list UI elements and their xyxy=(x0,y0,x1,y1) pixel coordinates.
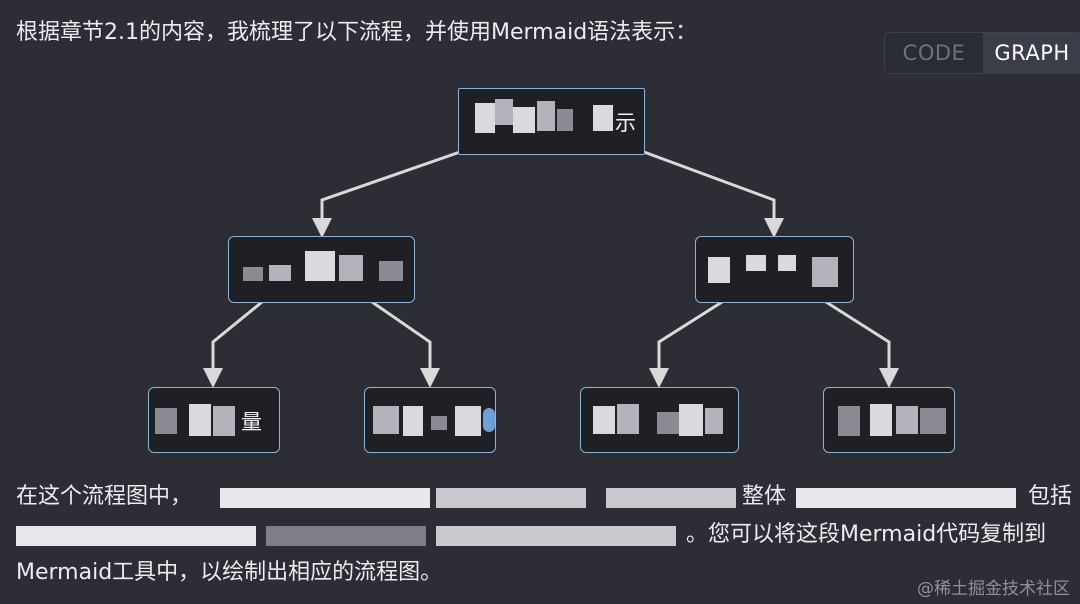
edge-right-leaf4 xyxy=(825,300,891,374)
paragraph-line-1: 在这个流程图中， 整体 包括 xyxy=(16,478,1076,516)
redacted-text xyxy=(189,404,211,436)
redacted-text xyxy=(266,526,426,546)
redacted-text xyxy=(796,488,1016,508)
paragraph-line-2: 。您可以将这段Mermaid代码复制到 xyxy=(16,516,1076,554)
redacted-text xyxy=(403,406,423,436)
edge-root-right xyxy=(643,150,776,226)
redacted-text xyxy=(436,488,586,508)
flow-node-right-mid xyxy=(695,236,854,303)
redacted-text xyxy=(373,406,399,434)
flow-node-leaf-2 xyxy=(364,387,496,453)
redacted-text xyxy=(305,251,335,281)
redacted-text xyxy=(431,416,447,430)
redacted-text xyxy=(838,406,860,436)
redacted-text xyxy=(593,105,613,131)
view-toggle[interactable]: CODE GRAPH xyxy=(884,32,1080,74)
arrowhead xyxy=(312,218,332,238)
redacted-text xyxy=(746,255,766,271)
redacted-text xyxy=(495,99,513,125)
paragraph-text: 包括 xyxy=(1028,484,1073,509)
explanation-paragraph: 在这个流程图中， 整体 包括 。您可以将这段Mermaid代码复制到 Merma… xyxy=(16,478,1076,592)
paragraph-text: 整体 xyxy=(742,484,787,509)
edge-left-leaf2 xyxy=(371,300,432,374)
redacted-text xyxy=(812,257,838,287)
redacted-text xyxy=(896,406,918,434)
flow-node-root: 示 xyxy=(458,88,645,155)
arrowhead xyxy=(420,368,440,388)
edge-right-leaf3 xyxy=(657,300,723,374)
redacted-text xyxy=(379,261,403,281)
node-label: 量 xyxy=(241,410,262,434)
paragraph-text: 。您可以将这段Mermaid代码复制到 xyxy=(686,522,1047,547)
edge-root-left xyxy=(320,150,461,226)
redacted-text xyxy=(213,406,235,436)
redacted-text xyxy=(557,109,573,131)
arrowhead xyxy=(203,368,223,388)
redacted-text xyxy=(593,406,615,434)
redacted-text xyxy=(657,412,679,434)
redacted-text xyxy=(705,408,723,434)
code-tab[interactable]: CODE xyxy=(885,33,983,73)
blur-accent xyxy=(483,408,495,432)
graph-tab[interactable]: GRAPH xyxy=(983,33,1080,73)
redacted-text xyxy=(436,526,676,546)
redacted-text xyxy=(870,404,892,436)
arrowhead xyxy=(879,368,899,388)
redacted-text xyxy=(16,526,256,546)
intro-text: 根据章节2.1的内容，我梳理了以下流程，并使用Mermaid语法表示： xyxy=(16,20,698,45)
flow-node-leaf-4 xyxy=(823,387,955,453)
redacted-text xyxy=(920,408,946,434)
redacted-text xyxy=(339,255,363,281)
redacted-text xyxy=(537,101,555,131)
flow-node-leaf-1: 量 xyxy=(148,387,280,453)
paragraph-line-3: Mermaid工具中，以绘制出相应的流程图。 xyxy=(16,554,1076,592)
redacted-text xyxy=(243,267,263,281)
redacted-text xyxy=(513,107,535,133)
arrowhead xyxy=(764,218,784,238)
node-label: 示 xyxy=(615,111,636,135)
paragraph-text: Mermaid工具中，以绘制出相应的流程图。 xyxy=(16,560,443,585)
flow-node-left-mid xyxy=(228,236,415,303)
redacted-text xyxy=(220,488,430,508)
redacted-text xyxy=(708,257,730,283)
edge-left-leaf1 xyxy=(211,300,263,374)
redacted-text xyxy=(155,408,177,434)
paragraph-text: 在这个流程图中， xyxy=(16,484,193,509)
redacted-text xyxy=(475,103,495,133)
redacted-text xyxy=(617,404,639,434)
redacted-text xyxy=(778,255,796,271)
redacted-text xyxy=(606,488,736,508)
redacted-text xyxy=(679,404,703,436)
arrowhead xyxy=(649,368,669,388)
flow-node-leaf-3 xyxy=(580,387,739,453)
redacted-text xyxy=(455,406,481,436)
redacted-text xyxy=(269,265,291,281)
watermark: @稀土掘金技术社区 xyxy=(917,579,1070,599)
